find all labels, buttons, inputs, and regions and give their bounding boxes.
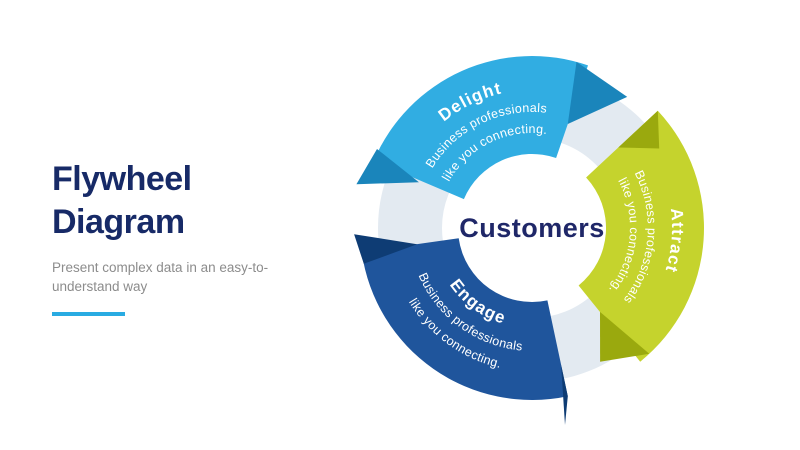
segment-delight-tail-fold — [356, 149, 419, 185]
page-subtitle: Present complex data in an easy-to-under… — [52, 259, 269, 295]
segment-attract — [578, 110, 704, 362]
segment-engage-tail-fold — [561, 364, 568, 425]
intro-block: Flywheel Diagram Present complex data in… — [52, 158, 282, 316]
page-title: Flywheel Diagram — [52, 160, 192, 241]
segment-delight-head-fold — [567, 61, 628, 124]
segment-engage — [361, 238, 568, 400]
segment-attract-tail-fold — [618, 110, 660, 149]
accent-bar — [52, 311, 125, 316]
center-label: Customers — [459, 213, 605, 243]
segment-delight — [373, 56, 588, 200]
segment-attract-head-fold — [600, 311, 650, 362]
segment-engage-head-fold — [354, 234, 418, 264]
